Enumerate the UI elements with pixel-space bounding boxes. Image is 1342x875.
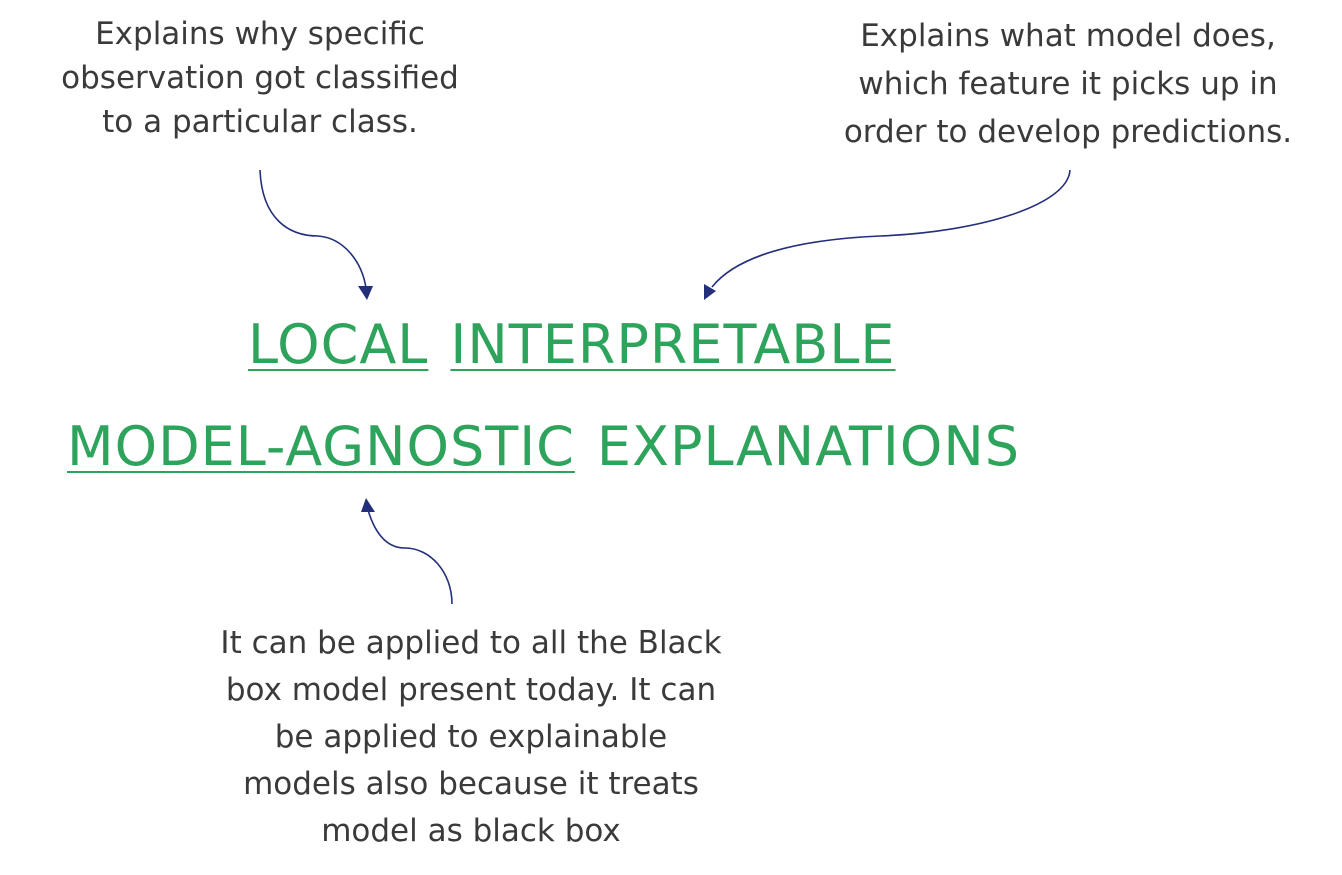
note-local: Explains why specific observation got cl…	[40, 12, 480, 144]
note-agnostic-line: It can be applied to all the Black	[220, 625, 722, 661]
note-agnostic-line: box model present today. It can	[225, 672, 717, 708]
note-local-line: Explains why specific	[95, 16, 425, 52]
arrowhead-interpretable	[704, 284, 716, 300]
arrowhead-local	[358, 286, 373, 300]
arrow-interpretable	[711, 169, 1071, 288]
note-agnostic-line: models also because it treats	[243, 766, 699, 802]
arrow-agnostic	[367, 509, 453, 605]
arrow-local	[259, 169, 367, 289]
title-word-explanations: EXPLANATIONS	[596, 415, 1021, 478]
note-local-line: to a particular class.	[102, 104, 418, 140]
title-word-local: LOCAL	[248, 313, 429, 376]
title-row-2: MODEL-AGNOSTIC EXPLANATIONS	[67, 415, 1020, 479]
note-agnostic: It can be applied to all the Black box m…	[196, 620, 746, 855]
note-interpretable-line: which feature it picks up in	[858, 66, 1278, 102]
note-local-line: observation got classified	[61, 60, 459, 96]
note-interpretable: Explains what model does, which feature …	[812, 12, 1324, 156]
note-interpretable-line: Explains what model does,	[860, 18, 1276, 54]
title-word-interpretable: INTERPRETABLE	[450, 313, 896, 376]
title-row-1: LOCAL INTERPRETABLE	[248, 313, 896, 377]
note-agnostic-line: model as black box	[321, 813, 621, 849]
arrowhead-agnostic	[361, 498, 375, 512]
note-agnostic-line: be applied to explainable	[274, 719, 668, 755]
note-interpretable-line: order to develop predictions.	[843, 114, 1293, 150]
title-word-model-agnostic: MODEL-AGNOSTIC	[67, 415, 575, 478]
